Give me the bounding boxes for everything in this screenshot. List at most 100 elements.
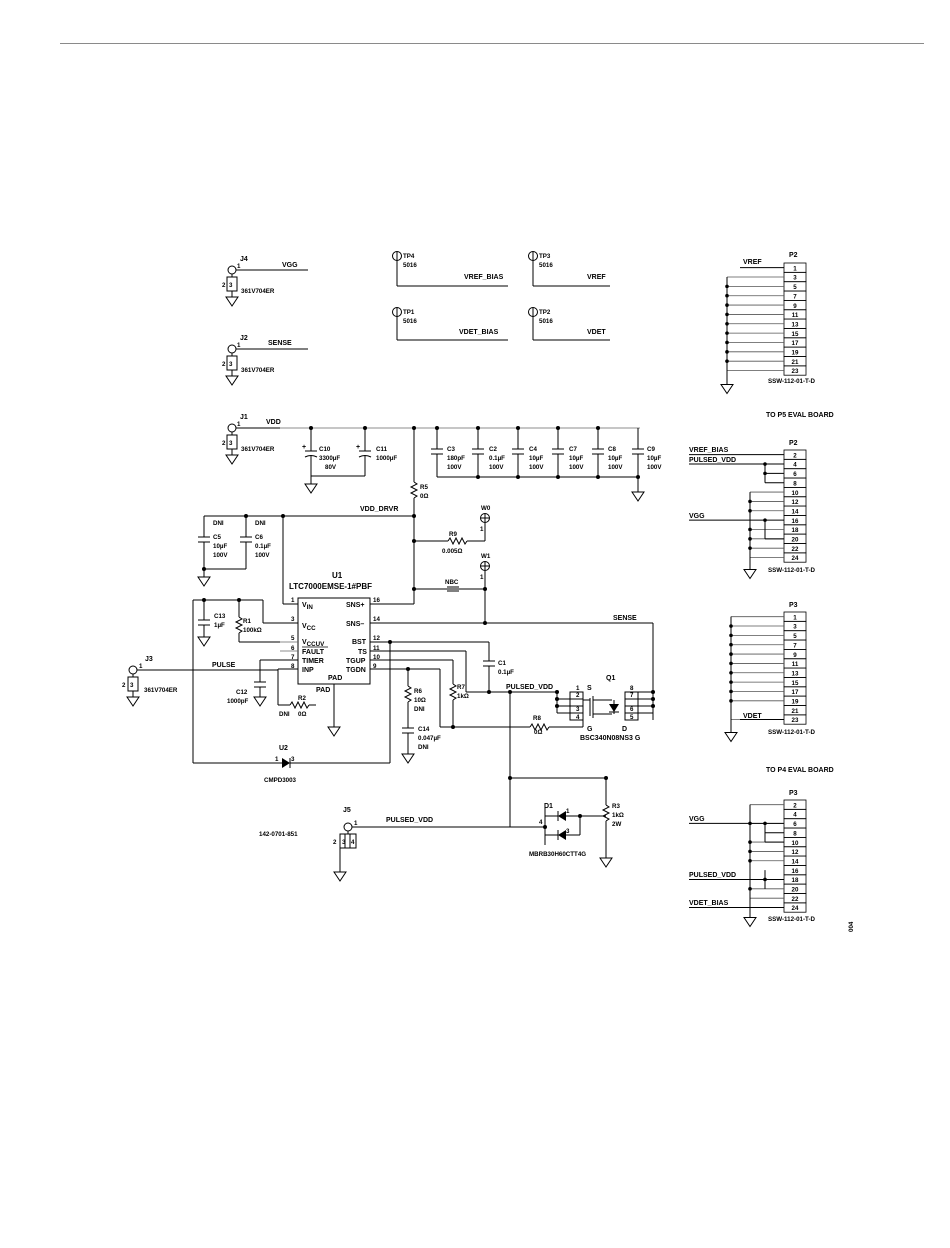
svg-text:G: G xyxy=(587,726,593,733)
svg-text:VIN: VIN xyxy=(302,602,313,611)
label-r9: R9 xyxy=(449,531,457,538)
svg-text:+: + xyxy=(302,444,306,451)
svg-text:C2: C2 xyxy=(489,446,497,453)
svg-text:C4: C4 xyxy=(529,446,537,453)
svg-text:C9: C9 xyxy=(647,446,655,453)
svg-text:3: 3 xyxy=(291,756,295,763)
value-c10: 3300µF xyxy=(319,455,340,462)
label-j5: J5 xyxy=(343,807,351,814)
svg-text:0Ω: 0Ω xyxy=(534,729,542,736)
header-pin-number: 14 xyxy=(792,858,799,865)
svg-text:0.005Ω: 0.005Ω xyxy=(442,548,462,555)
label-c11: C11 xyxy=(376,446,388,453)
svg-text:PAD: PAD xyxy=(316,687,330,694)
svg-text:6: 6 xyxy=(630,706,634,713)
svg-text:10µF: 10µF xyxy=(529,455,543,462)
svg-text:100kΩ: 100kΩ xyxy=(243,627,262,634)
pin-label: 2 xyxy=(222,440,226,447)
svg-text:10: 10 xyxy=(373,654,380,661)
svg-text:5016: 5016 xyxy=(403,318,417,325)
connector-j2: J2 1 2 3 361V704ER SENSE xyxy=(222,335,308,386)
header-pin-number: 5 xyxy=(793,633,797,640)
net-p2-vref-bias: VREF_BIAS xyxy=(689,447,729,454)
header-pin-number: 21 xyxy=(792,708,799,715)
svg-text:0.1µF: 0.1µF xyxy=(489,455,505,462)
header-pin-number: 9 xyxy=(793,303,797,310)
header-pin-number: 19 xyxy=(792,699,799,706)
header-pin-number: 14 xyxy=(792,508,799,515)
value-c11: 1000µF xyxy=(376,455,397,462)
net-vdet-bias: VDET_BIAS xyxy=(459,329,499,336)
svg-text:7: 7 xyxy=(630,692,634,699)
mosfet-q1: Q1 1 2 3 4 S 8 7 6 5 G D BSC340N08NS3 G xyxy=(555,623,655,742)
header-pin-number: 15 xyxy=(792,680,799,687)
net-p2-pulsed-vdd: PULSED_VDD xyxy=(689,457,736,464)
svg-text:5: 5 xyxy=(630,714,634,721)
svg-text:0Ω: 0Ω xyxy=(420,493,428,500)
label-u2: U2 xyxy=(279,745,288,752)
label-d1: D1 xyxy=(544,803,553,810)
svg-text:DNI: DNI xyxy=(414,706,425,713)
header-pin-number: 3 xyxy=(793,275,797,282)
header-pin-number: 1 xyxy=(793,265,797,272)
svg-text:2: 2 xyxy=(122,682,126,689)
svg-text:1: 1 xyxy=(566,808,570,815)
svg-text:1: 1 xyxy=(275,756,279,763)
label-r6: R6 xyxy=(414,688,422,695)
net-sense: SENSE xyxy=(613,615,637,622)
svg-text:100V: 100V xyxy=(647,464,662,471)
header-pin-number: 8 xyxy=(793,480,797,487)
part-u1: LTC7000EMSE-1#PBF xyxy=(289,582,372,591)
vdd-drvr-network: R5 0Ω VDD_DRVR W0 1 R9 0.005Ω W1 1 NBC xyxy=(204,428,491,623)
header-pin-number: 7 xyxy=(793,293,797,300)
header-pin-number: 10 xyxy=(792,490,799,497)
svg-text:0Ω: 0Ω xyxy=(298,711,306,718)
svg-text:4: 4 xyxy=(351,839,355,846)
svg-text:3: 3 xyxy=(291,616,295,623)
svg-text:1: 1 xyxy=(480,526,484,533)
svg-text:1: 1 xyxy=(576,685,580,692)
svg-text:C5: C5 xyxy=(213,534,221,541)
svg-text:5: 5 xyxy=(291,635,295,642)
connector-j5: J5 1 2 3 4 142-0701-851 PULSED_VDD xyxy=(259,807,545,882)
label-w1: W1 xyxy=(481,553,491,560)
label-tp1: TP1 xyxy=(403,309,415,316)
svg-text:10µF: 10µF xyxy=(647,455,661,462)
label-j1: J1 xyxy=(240,414,248,421)
net-p2-vref: VREF xyxy=(743,259,762,266)
label-j3: J3 xyxy=(145,656,153,663)
net-sense-j2: SENSE xyxy=(268,340,292,347)
svg-text:10µF: 10µF xyxy=(213,543,227,550)
cap-c3: C3 180pF 100V xyxy=(431,428,465,477)
ground-symbol xyxy=(720,384,734,395)
net-p3-pulsed-vdd: PULSED_VDD xyxy=(689,872,736,879)
net-vdet: VDET xyxy=(587,329,606,336)
svg-text:100V: 100V xyxy=(569,464,584,471)
svg-text:100V: 100V xyxy=(447,464,462,471)
cap-c4: C4 10µF 100V xyxy=(512,428,544,477)
header-pin-number: 17 xyxy=(792,689,799,696)
label-j2: J2 xyxy=(240,335,248,342)
header-pin-number: 23 xyxy=(792,717,799,724)
header-pin-number: 6 xyxy=(793,471,797,478)
svg-text:PAD: PAD xyxy=(328,675,342,682)
label-c13: C13 xyxy=(214,613,226,620)
cap-c2: C2 0.1µF 100V xyxy=(472,428,505,477)
part-u2: CMPD3003 xyxy=(264,777,297,784)
label-q1: Q1 xyxy=(606,675,615,682)
vdd-decoupling-caps: + C10 3300µF 80V + C11 1000µF C3 180pF 1… xyxy=(302,426,662,502)
svg-text:8: 8 xyxy=(291,663,295,670)
label-p2-b: P2 xyxy=(789,440,798,447)
cap-c8: C8 10µF 100V xyxy=(592,428,623,477)
label-r8: R8 xyxy=(533,715,541,722)
header-pin-number: 6 xyxy=(793,821,797,828)
svg-text:2: 2 xyxy=(576,692,580,699)
header-pin-number: 8 xyxy=(793,830,797,837)
label-r7: R7 xyxy=(457,684,465,691)
header-pin-number: 4 xyxy=(793,812,797,819)
svg-text:3: 3 xyxy=(130,682,134,689)
svg-text:C8: C8 xyxy=(608,446,616,453)
part-j4: 361V704ER xyxy=(241,288,275,295)
pin-label: 2 xyxy=(222,282,226,289)
